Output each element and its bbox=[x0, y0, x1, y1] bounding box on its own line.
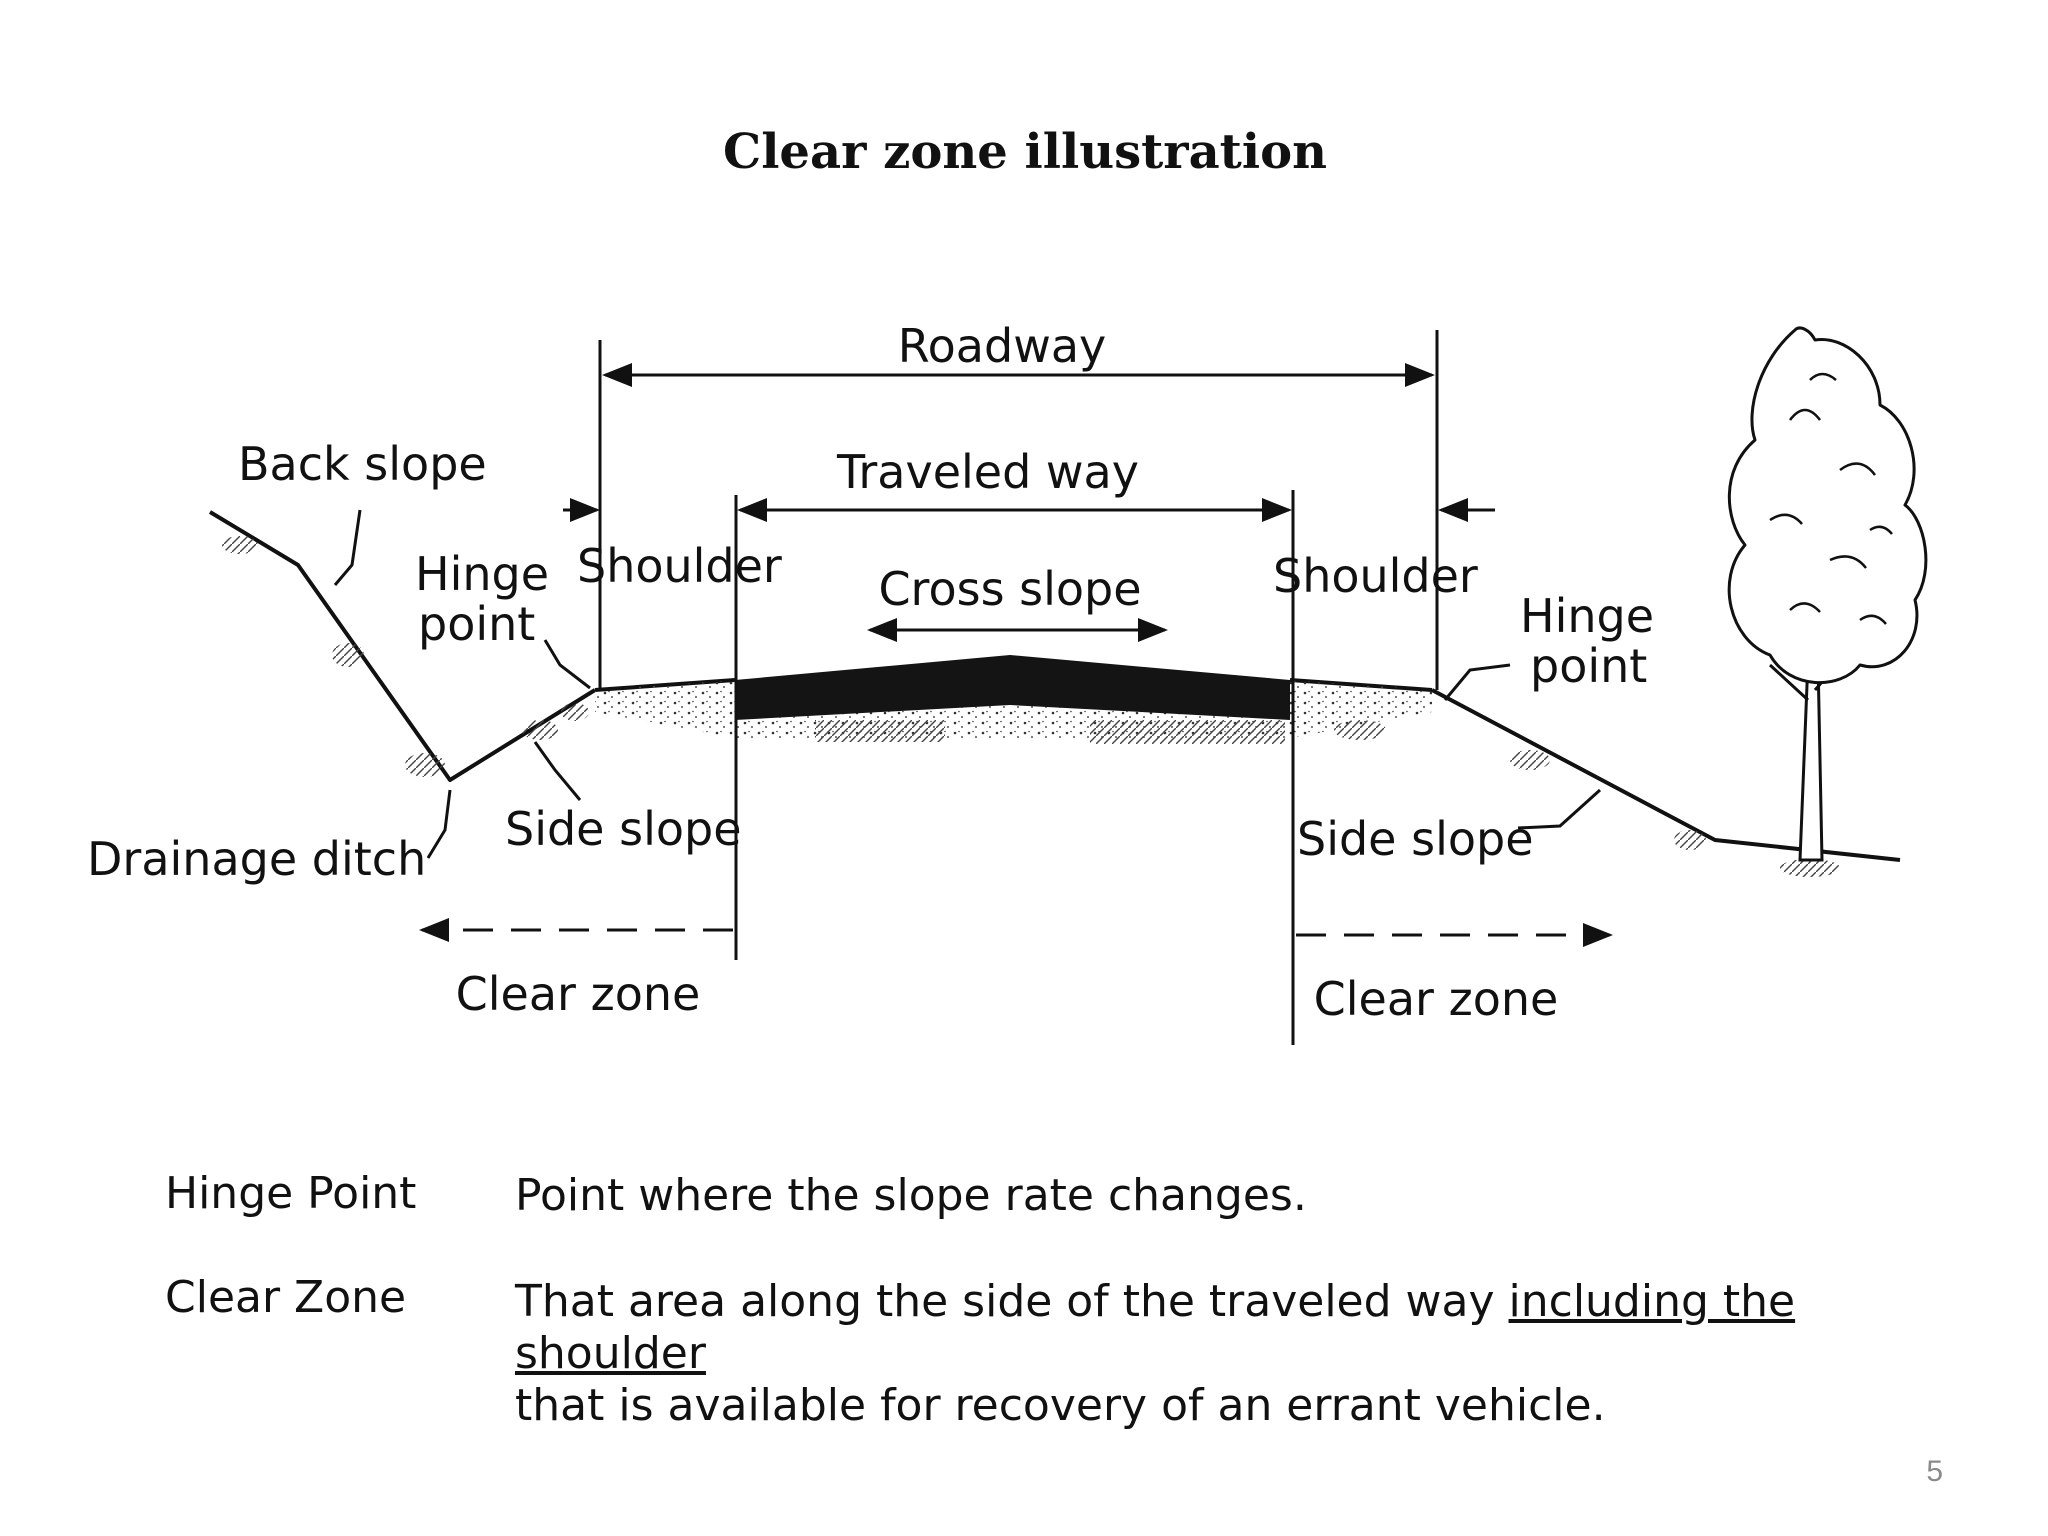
legend-term-hinge-point: Hinge Point bbox=[165, 1168, 417, 1219]
hinge-point-right-label-line1: Hinge bbox=[1520, 589, 1654, 643]
legend-definition-clear-zone: That area along the side of the traveled… bbox=[515, 1276, 1995, 1432]
drainage-ditch-leader bbox=[426, 789, 452, 859]
clear-zone-right-label: Clear zone bbox=[1314, 972, 1559, 1026]
clear-zone-definition-underlined: including the shoulder bbox=[515, 1276, 1796, 1379]
hinge-point-left-label-line2: point bbox=[418, 597, 535, 651]
hinge-point-left-label-line1: Hinge bbox=[415, 547, 549, 601]
base-hatch-right bbox=[1090, 720, 1285, 744]
drainage-ditch-label: Drainage ditch bbox=[87, 832, 426, 886]
hinge-point-right-leader bbox=[1443, 663, 1511, 701]
page-number: 5 bbox=[1926, 1455, 1943, 1488]
shoulder-left-label: Shoulder bbox=[577, 539, 782, 593]
back-slope-label: Back slope bbox=[238, 437, 487, 491]
cross-slope-label: Cross slope bbox=[878, 562, 1141, 616]
tree-icon bbox=[1727, 326, 1928, 862]
base-hatch-left bbox=[815, 720, 945, 742]
roadway-label: Roadway bbox=[898, 319, 1106, 373]
soil-patches bbox=[222, 536, 1840, 877]
hinge-point-left-leader bbox=[543, 639, 591, 690]
side-slope-left-label: Side slope bbox=[505, 802, 742, 856]
asphalt-traveled-way bbox=[735, 655, 1290, 720]
traveled-way-label: Traveled way bbox=[836, 445, 1139, 499]
ground-profile-left bbox=[208, 510, 597, 782]
diagram-title: Clear zone illustration bbox=[723, 124, 1327, 180]
clear-zone-definition-end: that is available for recovery of an err… bbox=[515, 1380, 1606, 1431]
side-slope-right-label: Side slope bbox=[1297, 812, 1534, 866]
ground-profile-right bbox=[1431, 688, 1901, 862]
legend-term-clear-zone: Clear Zone bbox=[165, 1272, 407, 1323]
side-slope-right-leader bbox=[1517, 788, 1602, 830]
shoulder-right-label: Shoulder bbox=[1273, 549, 1478, 603]
back-slope-leader bbox=[333, 509, 362, 586]
side-slope-left-leader bbox=[533, 741, 582, 801]
legend-definition-hinge-point: Point where the slope rate changes. bbox=[515, 1170, 1307, 1221]
hinge-point-right-label-line2: point bbox=[1530, 639, 1647, 693]
clear-zone-definition-start: That area along the side of the traveled… bbox=[515, 1276, 1509, 1327]
clear-zone-left-label: Clear zone bbox=[456, 967, 701, 1021]
